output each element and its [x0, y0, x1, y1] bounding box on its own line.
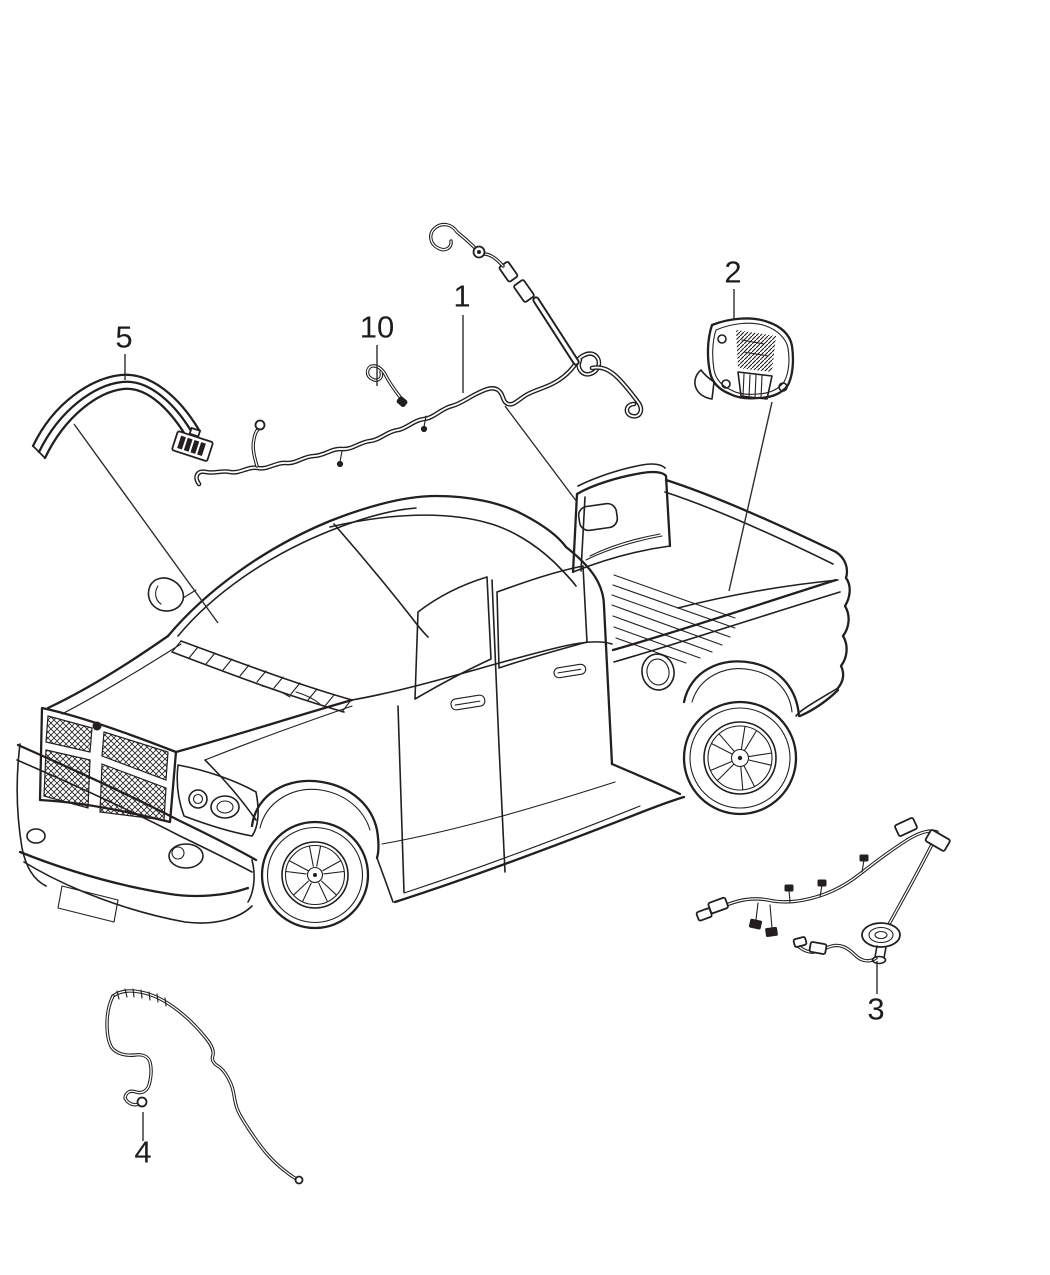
callout-label-10-harness-clip-branch: 10 — [359, 309, 395, 345]
callout-leader-5 — [73, 423, 219, 624]
body-crease — [381, 781, 616, 845]
harness-connector — [924, 829, 951, 852]
rear-wheel-arch — [682, 660, 801, 718]
bed-bulkhead — [571, 470, 672, 574]
inline-connector — [513, 279, 535, 303]
truck-hood — [46, 634, 354, 821]
part-4-antenna-cable — [105, 988, 304, 1185]
fender-edge — [204, 759, 257, 821]
harness-clip — [336, 415, 428, 468]
grille-mesh — [101, 731, 169, 781]
front-wheel-arch — [250, 779, 380, 860]
windshield-bottom — [180, 640, 353, 701]
callout-leader-2 — [728, 401, 773, 592]
harness-grommet — [861, 922, 901, 965]
part-5-jumper-ribbon — [31, 373, 214, 462]
beltline — [351, 641, 613, 701]
tire — [260, 820, 370, 930]
grille-mesh — [45, 715, 93, 753]
cowl-vent-hatch — [171, 640, 352, 713]
block-detail-hatch — [736, 330, 776, 372]
harness-connector — [792, 936, 808, 948]
fuel-door — [641, 653, 675, 691]
rear-door-window — [496, 565, 588, 669]
rim — [281, 841, 349, 909]
license-plate-area — [57, 885, 119, 923]
tire — [682, 700, 798, 816]
leader-layer — [73, 289, 878, 1141]
callout-label-1-chassis-main-wiring-harness: 1 — [453, 278, 471, 314]
harness-clip — [748, 854, 869, 938]
door-seam — [498, 745, 506, 873]
truck-illustration — [16, 463, 851, 930]
part-2-junction-block — [694, 317, 795, 400]
part-10-clip-branch — [365, 364, 408, 407]
block-bracket — [694, 369, 715, 400]
front-door-seam — [397, 705, 405, 893]
harness-connector — [894, 817, 918, 837]
door-handle — [553, 663, 587, 679]
part-1-chassis-harness — [197, 222, 641, 484]
b-pillar — [491, 579, 500, 747]
harness-connector — [695, 907, 713, 922]
harness-ball-tip — [254, 419, 266, 431]
rocker — [393, 795, 686, 904]
truck-cab — [147, 494, 686, 904]
truck-bed — [571, 463, 851, 796]
ribbon-connector — [171, 426, 214, 462]
harness-connector — [808, 941, 828, 955]
bulkhead-handhold — [577, 502, 619, 532]
callout-leader-1 — [504, 405, 578, 503]
wiper-arm — [295, 691, 321, 705]
grille-mesh — [43, 749, 91, 809]
front-bumper — [16, 743, 258, 924]
cable-eyelet — [136, 1096, 148, 1108]
headlamp — [176, 764, 259, 837]
front-wheel — [250, 779, 394, 930]
bed-near-rail — [611, 578, 838, 652]
door-handle — [450, 694, 486, 711]
roof-drip-rail — [329, 514, 577, 587]
ram-badge — [92, 721, 102, 731]
cable-end-tip — [294, 1175, 304, 1185]
grille — [38, 706, 178, 824]
rim — [703, 721, 777, 795]
part-3-rear-harness — [695, 817, 951, 965]
front-door-window — [414, 576, 492, 700]
rear-wheel — [682, 660, 801, 816]
fog-lamp — [168, 843, 204, 869]
windshield-right-pillar — [333, 523, 429, 638]
wheel-spokes — [709, 725, 773, 791]
callout-label-4-antenna-cable: 4 — [134, 1134, 152, 1170]
callout-label-2-wiring-junction-block: 2 — [724, 254, 742, 290]
cab-rear-edge — [564, 545, 614, 766]
bed-rear-corner — [834, 550, 851, 690]
wheel-spokes — [285, 845, 345, 902]
callout-label-3-rear-body-wiring-harness: 3 — [867, 991, 885, 1027]
side-mirror — [147, 577, 197, 612]
block-connector — [737, 371, 773, 400]
bed-far-rail — [664, 478, 838, 554]
callout-label-5-jumper-wiring-ribbon: 5 — [115, 319, 133, 355]
tow-hook — [26, 828, 46, 844]
wiper-arm — [261, 685, 291, 698]
cable-wrap-ticks — [116, 988, 167, 1007]
